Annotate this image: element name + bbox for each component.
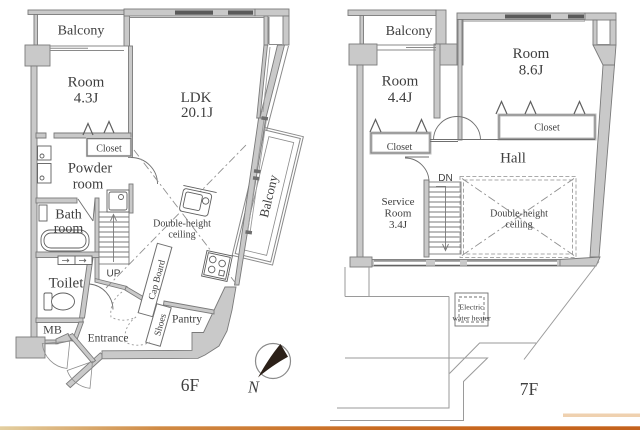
svg-text:room: room xyxy=(73,177,104,193)
svg-text:Closet: Closet xyxy=(387,142,413,153)
svg-text:3.4J: 3.4J xyxy=(389,219,408,231)
svg-text:Closet: Closet xyxy=(96,144,122,155)
svg-text:Room: Room xyxy=(382,74,419,90)
svg-text:Double-height: Double-height xyxy=(153,219,211,230)
svg-text:Toilet: Toilet xyxy=(49,276,85,292)
svg-text:Balcony: Balcony xyxy=(386,24,433,39)
svg-text:MB: MB xyxy=(43,323,62,337)
svg-text:6F: 6F xyxy=(181,375,200,395)
svg-text:Balcony: Balcony xyxy=(58,24,105,39)
svg-text:Room: Room xyxy=(513,46,550,62)
svg-text:water heater: water heater xyxy=(452,314,491,323)
svg-text:ceiling: ceiling xyxy=(505,220,532,231)
svg-text:Entrance: Entrance xyxy=(88,333,129,345)
svg-text:Double-height: Double-height xyxy=(490,209,548,220)
svg-text:7F: 7F xyxy=(520,379,539,399)
svg-text:8.6J: 8.6J xyxy=(519,63,544,79)
svg-text:N: N xyxy=(247,378,260,397)
svg-text:4.3J: 4.3J xyxy=(74,91,99,107)
svg-text:4.4J: 4.4J xyxy=(388,90,413,106)
svg-text:Bath: Bath xyxy=(55,208,81,223)
svg-text:Electric: Electric xyxy=(459,303,484,312)
svg-text:ceiling: ceiling xyxy=(168,230,195,241)
svg-text:20.1J: 20.1J xyxy=(181,105,213,121)
svg-text:DN: DN xyxy=(438,173,452,184)
svg-text:Room: Room xyxy=(68,75,105,91)
svg-text:UP: UP xyxy=(107,269,121,280)
svg-text:room: room xyxy=(54,222,84,237)
svg-text:Closet: Closet xyxy=(534,123,560,134)
svg-text:Service: Service xyxy=(382,196,415,208)
svg-text:Room: Room xyxy=(385,208,412,220)
svg-text:LDK: LDK xyxy=(181,90,212,106)
svg-text:Powder: Powder xyxy=(68,161,112,177)
svg-text:Hall: Hall xyxy=(500,151,526,167)
svg-text:Pantry: Pantry xyxy=(172,314,202,326)
